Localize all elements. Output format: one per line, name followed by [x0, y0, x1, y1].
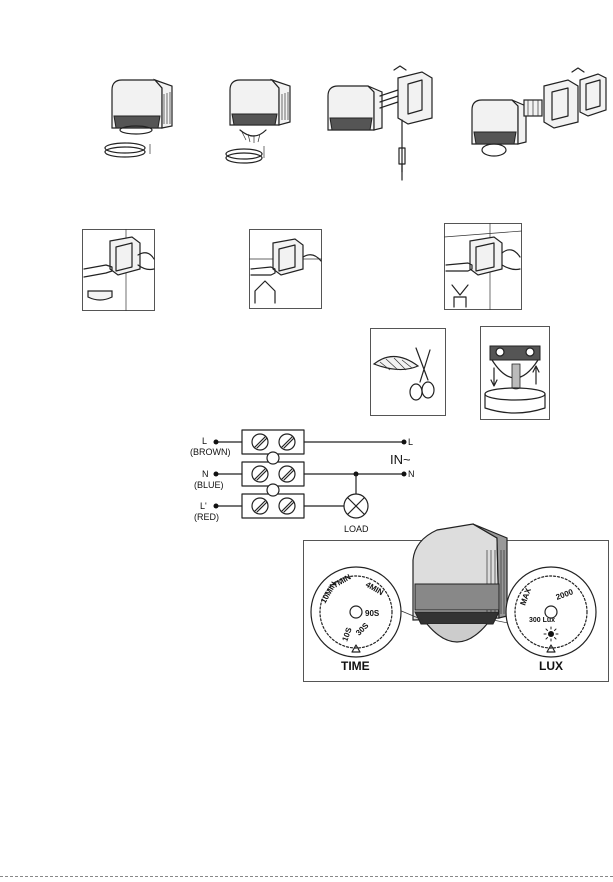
step-7-mount-inverted-incorrect	[444, 223, 522, 310]
wire-color-blue: (BLUE)	[194, 480, 224, 490]
step-5-mount-upright	[82, 229, 155, 311]
step-9-apply-mask-to-lens	[480, 326, 550, 420]
step-1-ring-removal	[100, 70, 180, 165]
terminal-block	[242, 430, 304, 518]
supply-label: IN~	[390, 452, 411, 467]
supply-label-l: L	[408, 437, 413, 447]
time-mark-90s: 90S	[365, 609, 380, 618]
time-dial[interactable]: 10MIN 7MIN 4MIN 90S 30S 10S TIME	[311, 567, 401, 673]
wire-label-n: N	[202, 469, 209, 479]
step-8-cut-mask-scissors	[370, 328, 446, 416]
lux-dial[interactable]: MAX 2000 300 Lux LUX	[506, 567, 596, 673]
step-6-mount-upright-correct	[249, 229, 322, 309]
wire-color-brown: (BROWN)	[190, 447, 231, 457]
adjustment-dials-figure: 10MIN 7MIN 4MIN 90S 30S 10S TIME MAX 200…	[303, 520, 609, 682]
step-2-lens-removal	[222, 70, 302, 170]
supply-label-n: N	[408, 469, 415, 479]
wire-label-l: L	[202, 436, 207, 446]
wire-label-l-prime: L'	[200, 501, 207, 511]
step-4-mounting-assembly	[468, 66, 608, 166]
page-cut-line	[0, 876, 613, 877]
lux-mark-300: 300 Lux	[529, 617, 555, 624]
sun-icon	[544, 627, 558, 641]
time-dial-title: TIME	[341, 659, 370, 673]
lux-dial-title: LUX	[539, 659, 563, 673]
step-3-junction-box-wiring	[322, 62, 440, 184]
wire-color-red: (RED)	[194, 512, 219, 522]
load-lamp-icon	[344, 494, 368, 518]
